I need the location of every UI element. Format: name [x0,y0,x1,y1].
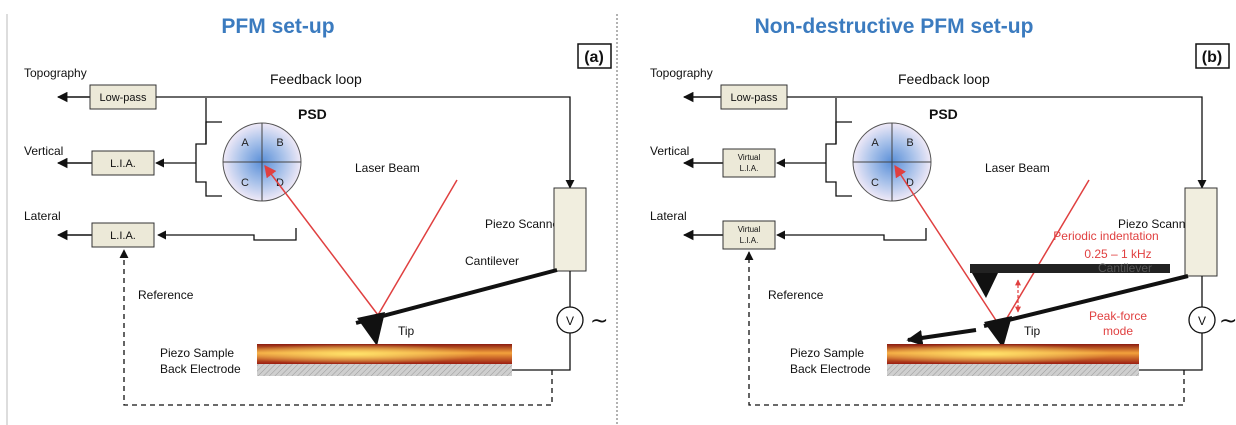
scan-direction-arrow [906,328,977,346]
raised-cantilever [970,264,1170,273]
reference-label: Reference [768,288,824,302]
reference-line [119,249,553,406]
v-to-electrode-wire [512,333,571,371]
feedback-loop-line [156,96,575,189]
peak-force-label: Peak-force [1089,309,1147,323]
cantilever-beam [983,274,1189,328]
panel-b-tag-box [1195,43,1230,69]
cantilever-label: Cantilever [1098,261,1152,275]
vertical-label: Vertical [650,144,689,158]
low-pass-label: Low-pass [99,92,147,104]
lateral-label: Lateral [650,209,687,223]
panel-a-tag-box [577,43,612,69]
reference-line [744,251,1185,406]
topography-label: Topography [650,66,713,80]
virtual-lia-lateral-line1: Virtual [738,225,761,234]
back-electrode-label: Back Electrode [160,362,241,376]
psd-quad-c: C [241,177,249,189]
panel-b-title: Non-destructive PFM set-up [755,15,1034,38]
back-electrode-label: Back Electrode [790,362,871,376]
topography-label: Topography [24,66,87,80]
panel-b-tag: (b) [1202,49,1222,66]
psd-quad-a: A [871,137,879,149]
lateral-label: Lateral [24,209,61,223]
panel-a-diagram: PFM set-up (a) Topography Vertical Later… [6,14,618,425]
laser-reflected [894,164,1002,329]
lia-vertical-label: L.I.A. [110,158,136,170]
lia-vertical-box [91,150,155,176]
psd-quad-a: A [241,137,249,149]
feedback-loop-label: Feedback loop [898,71,990,87]
psd-bracket [195,121,222,197]
panel-a-title: PFM set-up [221,15,334,38]
psd-quad-d: D [906,177,914,189]
low-pass-label: Low-pass [730,92,778,104]
psd-quad-d: D [276,177,284,189]
panel-a: PFM set-up (a) Topography Vertical Later… [6,14,618,425]
laser-beam-label: Laser Beam [985,161,1050,175]
lia-lateral-box [91,222,155,248]
feedback-loop-label: Feedback loop [270,71,362,87]
mode-label: mode [1103,324,1133,338]
virtual-lia-vertical-box [722,148,776,178]
piezo-sample-label: Piezo Sample [160,346,234,360]
tip-label: Tip [1024,324,1041,338]
voltage-label: V [1198,314,1206,328]
virtual-lia-lateral-line2: L.I.A. [740,236,759,245]
cantilever-beam [355,268,558,325]
psd-quad-b: B [906,137,913,149]
frequency-label: 0.25 – 1 kHz [1084,247,1151,261]
vertical-label: Vertical [24,144,63,158]
virtual-lia-vertical-line2: L.I.A. [740,164,759,173]
piezo-scanner-label: Piezo Scanner [1118,217,1196,231]
afm-tip [357,312,385,346]
feedback-loop-line [787,96,1207,189]
psd-label: PSD [929,106,958,122]
laser-incident [377,179,458,316]
back-electrode [257,364,512,376]
ac-symbol: ~ [590,309,608,334]
psd-to-lia-lateral [157,228,297,241]
virtual-lia-lateral-box [722,220,776,250]
v-to-electrode-wire [1139,333,1203,371]
panel-a-tag: (a) [584,49,604,66]
tip-label: Tip [398,324,415,338]
afm-tip [984,316,1012,348]
low-pass-box [89,84,157,110]
lia-lateral-label: L.I.A. [110,230,136,242]
low-pass-box [720,84,788,110]
cantilever-label: Cantilever [465,254,519,268]
laser-incident [1000,179,1090,329]
psd-quad-c: C [871,177,879,189]
laser-reflected [264,165,379,316]
piezo-scanner-label: Piezo Scanner [485,217,563,231]
psd-bracket [825,121,852,197]
psd-to-lia-lateral [776,228,927,241]
virtual-lia-vertical-line1: Virtual [738,153,761,162]
piezo-scanner [553,187,587,272]
voltage-label: V [566,314,574,328]
piezo-sample-label: Piezo Sample [790,346,864,360]
piezo-scanner [1184,187,1218,277]
laser-beam-label: Laser Beam [355,161,420,175]
reference-label: Reference [138,288,194,302]
panel-b: Non-destructive PFM set-up (b) Topograph… [618,0,1236,425]
back-electrode [887,364,1139,376]
periodic-indentation-label: Periodic indentation [1053,229,1158,243]
raised-tip [972,273,998,298]
ac-symbol: ~ [1219,309,1236,334]
psd-label: PSD [298,106,327,122]
psd-quad-b: B [276,137,283,149]
panel-b-diagram: Non-destructive PFM set-up (b) Topograph… [650,15,1236,406]
